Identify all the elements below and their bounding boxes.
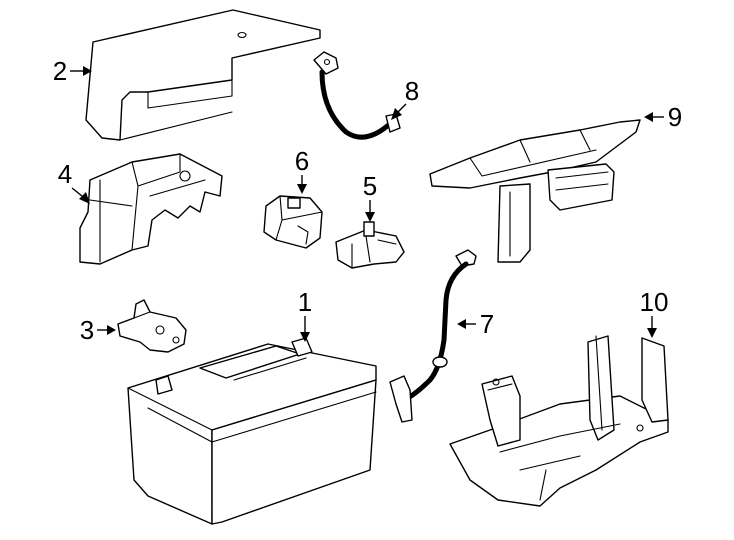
callout-3-number: 3 [80,315,94,345]
part-10-battery-tray[interactable] [449,335,669,507]
part-4-insulator[interactable] [79,153,223,265]
callout-10-arrowhead [647,328,657,338]
callout-10-number: 10 [640,287,669,317]
part-9-tray-bracket[interactable] [429,119,641,263]
callout-4: 4 [58,159,90,204]
callout-7-number: 7 [480,309,494,339]
callout-2: 2 [53,56,92,86]
callout-8-number: 8 [405,76,419,106]
callout-8-leader [397,103,407,113]
part-8-negative-cable[interactable] [313,51,401,140]
callout-2-arrowhead [83,66,92,76]
callout-7: 7 [457,309,494,339]
callout-1: 1 [298,287,312,342]
callout-9: 9 [644,102,682,132]
part-5-terminal[interactable] [335,221,405,269]
callout-8: 8 [391,76,419,120]
part-3-terminal-clamp[interactable] [117,299,187,353]
callout-6: 6 [295,146,309,194]
part-1-battery[interactable] [127,337,377,525]
part-2-battery-cover[interactable] [85,9,321,141]
callout-9-arrowhead [644,112,653,122]
callout-6-arrowhead [297,184,307,194]
callout-4-leader [71,187,83,197]
callout-1-number: 1 [298,287,312,317]
part-7-positive-cable[interactable] [389,249,477,423]
callout-8-arrowhead [391,108,402,120]
callout-9-number: 9 [668,102,682,132]
callout-4-number: 4 [58,159,72,189]
callout-3: 3 [80,315,116,345]
callout-5: 5 [363,171,377,222]
callout-6-number: 6 [295,146,309,176]
callout-7-arrowhead [457,319,466,329]
callout-2-number: 2 [53,56,67,86]
callout-5-arrowhead [365,212,375,222]
callout-10: 10 [640,287,669,338]
callout-5-number: 5 [363,171,377,201]
part-6-fuse-block[interactable] [263,195,323,249]
callout-1-arrowhead [300,332,310,342]
callout-3-arrowhead [107,325,116,335]
callout-4-arrowhead [79,192,90,204]
